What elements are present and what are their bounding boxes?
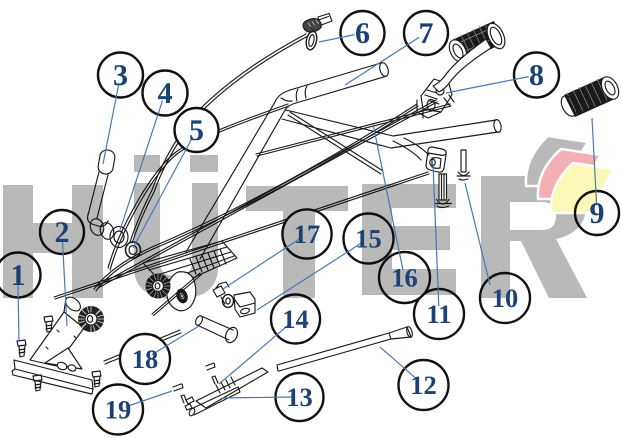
- svg-text:7: 7: [419, 17, 434, 50]
- svg-text:13: 13: [286, 382, 313, 412]
- svg-text:5: 5: [189, 114, 204, 147]
- svg-text:10: 10: [492, 283, 519, 313]
- svg-text:15: 15: [355, 224, 382, 254]
- svg-text:4: 4: [158, 77, 173, 110]
- svg-text:18: 18: [132, 344, 159, 374]
- svg-text:12: 12: [410, 370, 437, 400]
- svg-text:2: 2: [55, 216, 70, 249]
- svg-text:6: 6: [355, 17, 370, 50]
- svg-text:9: 9: [590, 197, 605, 230]
- svg-text:8: 8: [529, 59, 544, 92]
- svg-text:3: 3: [113, 59, 128, 92]
- svg-text:19: 19: [105, 395, 132, 425]
- svg-text:14: 14: [282, 304, 309, 334]
- svg-text:1: 1: [11, 259, 26, 292]
- svg-text:17: 17: [294, 219, 321, 249]
- svg-text:16: 16: [391, 263, 418, 293]
- svg-text:11: 11: [426, 299, 451, 329]
